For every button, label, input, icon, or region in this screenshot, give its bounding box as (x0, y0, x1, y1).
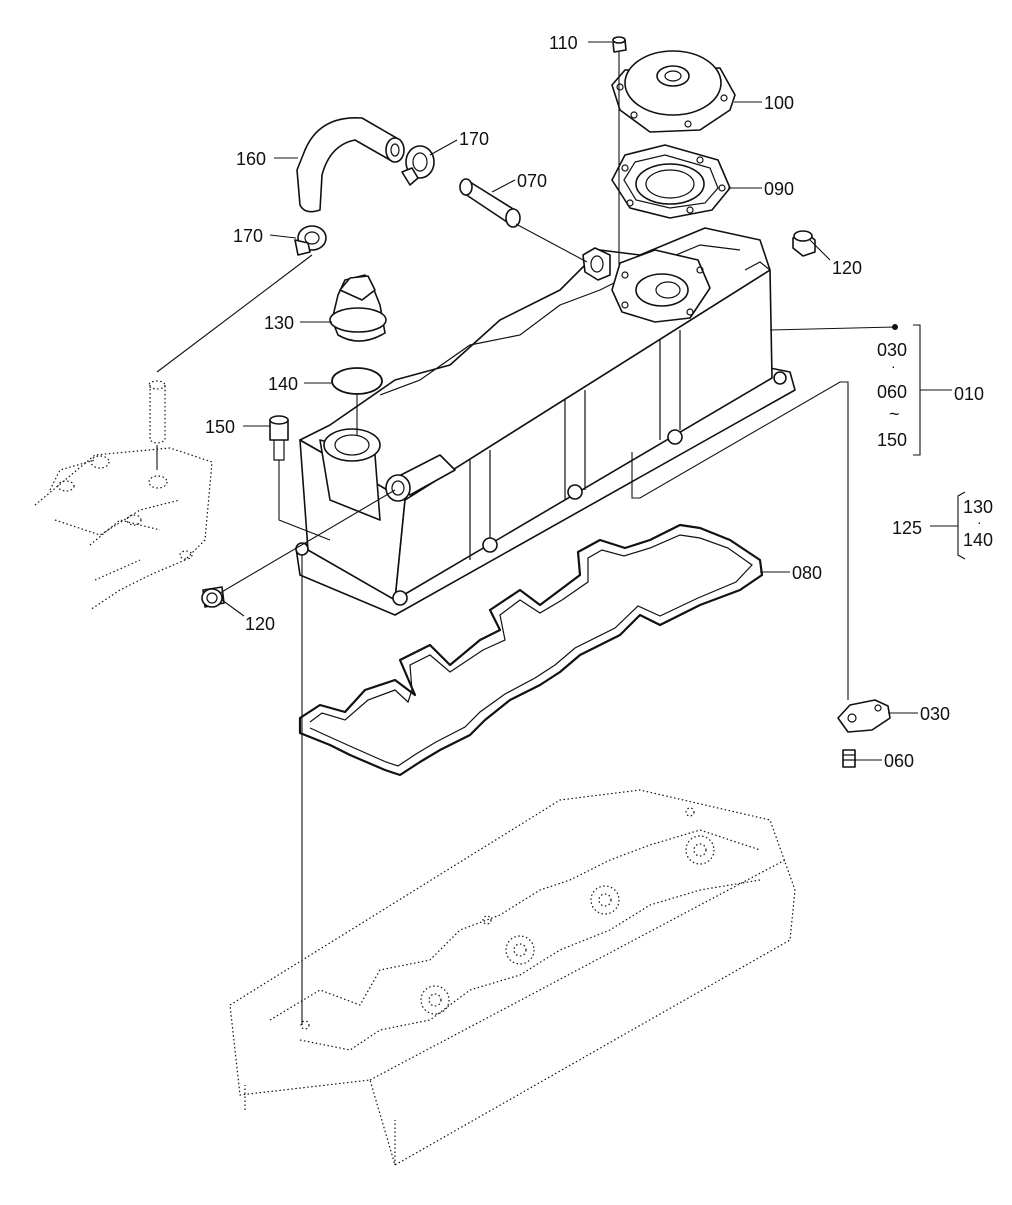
callout-140: 140 (268, 374, 299, 394)
group-010-dot: · (891, 358, 896, 374)
group-010-member-start: 030 (877, 340, 908, 360)
callout-070: 070 (517, 171, 548, 191)
group-125-member-end: 140 (963, 530, 994, 550)
callout-060: 060 (884, 751, 915, 771)
sleeve-120-upper (792, 230, 816, 257)
group-010-member-mid: 060 (877, 382, 908, 402)
engine-bracket-drawing (34, 447, 213, 611)
callout-100: 100 (764, 93, 795, 113)
callout-120-lower: 120 (245, 614, 276, 634)
breather-cover-100 (611, 50, 736, 133)
cylinder-head-drawing (229, 789, 796, 1166)
callout-080: 080 (792, 563, 823, 583)
callout-130: 130 (264, 313, 295, 333)
hose-clamp-170-lower (294, 225, 327, 256)
callout-120-upper: 120 (832, 258, 863, 278)
sleeve-120-lower (201, 586, 225, 608)
bolt-150 (269, 415, 289, 461)
o-ring-140 (331, 367, 383, 395)
callout-170-upper: 170 (459, 129, 490, 149)
screw-110 (612, 36, 627, 53)
callout-090: 090 (764, 179, 795, 199)
breather-diaphragm-090 (611, 144, 731, 219)
callout-150: 150 (205, 417, 236, 437)
group-125-dot: · (977, 514, 982, 530)
callout-010: 010 (954, 384, 985, 404)
dowel-pin (148, 380, 166, 444)
callout-110: 110 (549, 33, 578, 53)
group-010-tilde: ~ (889, 404, 900, 424)
bolt-060 (842, 749, 856, 768)
assembly-lines (156, 52, 849, 1025)
callout-125: 125 (892, 518, 923, 538)
breather-pipe-070 (459, 178, 521, 228)
group-125-member-start: 130 (963, 497, 994, 517)
bracket-030 (837, 699, 891, 733)
rocker-cover-body (295, 227, 796, 616)
rocker-cover-gasket (298, 523, 764, 777)
callout-leaders (221, 41, 966, 761)
oil-filler-cap-130 (329, 274, 387, 342)
hose-clamp-170-upper (401, 145, 435, 186)
callout-160: 160 (236, 149, 267, 169)
breather-hose-160 (296, 117, 405, 213)
group-010-member-end: 150 (877, 430, 908, 450)
callout-030: 030 (920, 704, 951, 724)
callout-170-lower: 170 (233, 226, 264, 246)
